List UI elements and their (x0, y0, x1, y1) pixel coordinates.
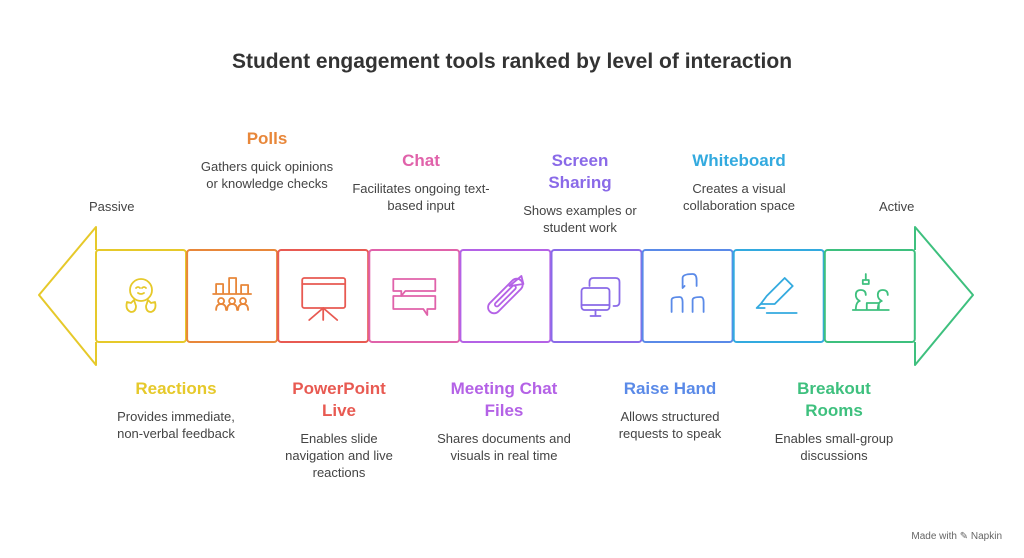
tool-box-4 (459, 249, 552, 343)
tool-box-2 (277, 249, 370, 343)
tool-description: Allows structured requests to speak (618, 409, 722, 441)
tool-box-1 (186, 249, 279, 343)
raised-hands-icon (670, 273, 705, 313)
tool-description: Shows examples or student work (523, 203, 637, 235)
tool-name: Polls (246, 129, 288, 148)
tool-description: Creates a visual collaboration space (682, 181, 796, 213)
tool-name: Raise Hand (623, 379, 717, 398)
tool-name: Chat (402, 151, 440, 170)
paperclip-icon (487, 275, 525, 315)
marker-icon (755, 277, 798, 314)
tool-box-6 (641, 249, 734, 343)
left-arrowhead (38, 226, 97, 366)
monitor-share-icon (580, 277, 621, 317)
tool-box-5 (550, 249, 643, 343)
tool-name: Whiteboard (692, 151, 786, 170)
tool-name: Reactions (135, 379, 217, 398)
active-label: Active (879, 199, 915, 214)
tool-description: Gathers quick opinions or knowledge chec… (200, 159, 334, 191)
tool-box-8 (823, 249, 916, 343)
right-arrowhead (914, 226, 974, 366)
group-table-icon (851, 273, 890, 311)
passive-label: Passive (89, 199, 135, 214)
credit: Made with ✎ Napkin (911, 531, 1002, 542)
poll-chart-icon (212, 277, 253, 311)
tool-name: Breakout Rooms (797, 379, 871, 420)
presentation-board-icon (301, 277, 347, 321)
tool-description: Provides immediate, non-verbal feedback (117, 409, 235, 441)
tool-name: PowerPoint Live (292, 379, 386, 420)
tool-description: Shares documents and visuals in real tim… (437, 431, 571, 463)
chat-bubbles-icon (392, 278, 437, 316)
tool-name: Meeting Chat Files (450, 379, 558, 420)
tool-description: Facilitates ongoing text-based input (352, 181, 490, 213)
tool-box-0 (95, 249, 187, 343)
tool-description: Enables small-group discussions (774, 431, 894, 463)
hugging-face-icon (125, 278, 157, 313)
tool-name: Screen Sharing (548, 151, 612, 192)
tool-description: Enables slide navigation and live reacti… (285, 431, 393, 480)
tool-box-7 (732, 249, 825, 343)
diagram-title: Student engagement tools ranked by level… (231, 50, 793, 73)
